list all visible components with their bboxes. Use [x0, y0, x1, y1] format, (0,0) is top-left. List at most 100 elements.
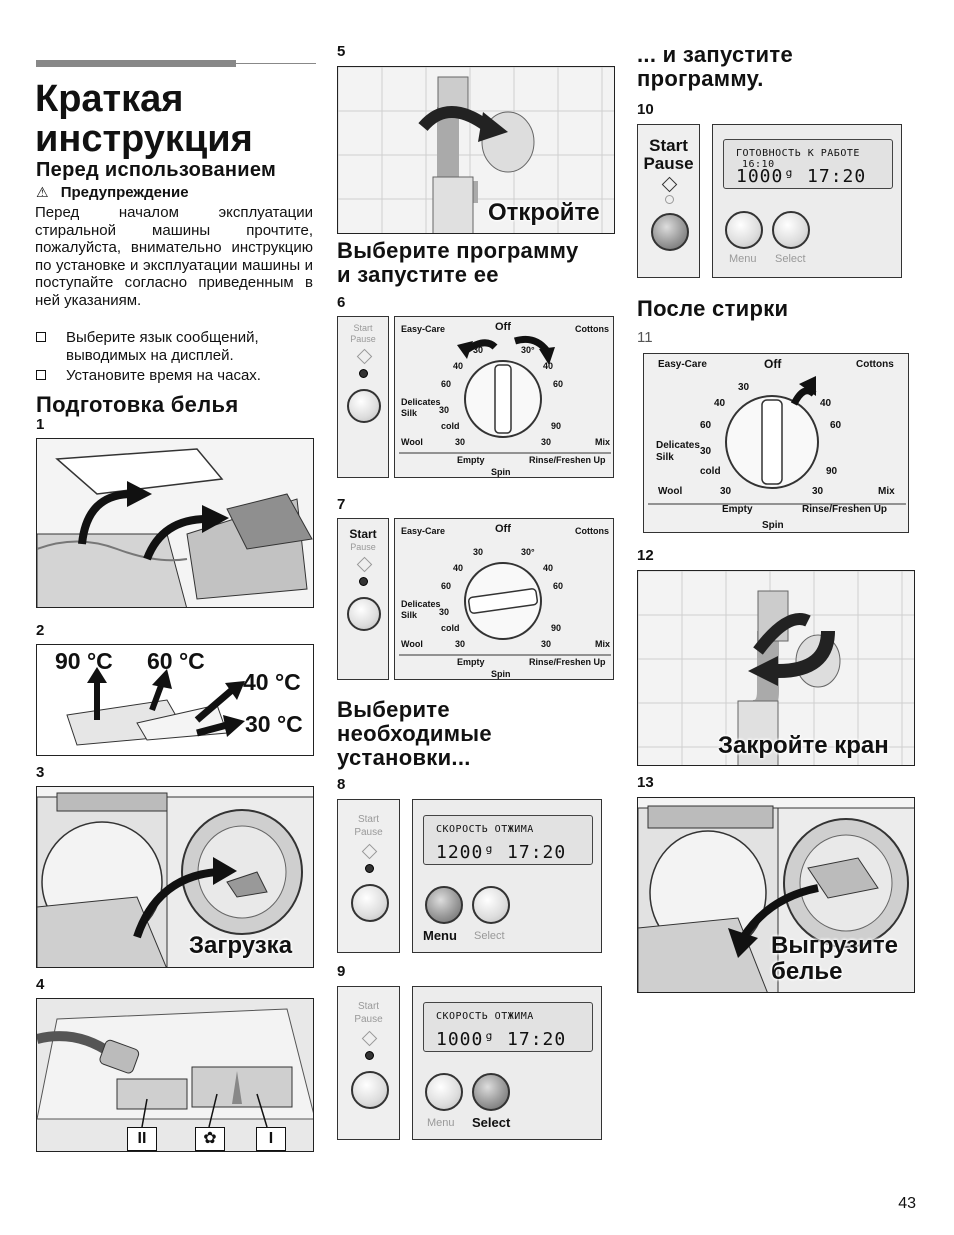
- after-wash-heading: После стирки: [637, 296, 789, 321]
- start-pause-icon: [361, 1030, 378, 1047]
- select-label: Select: [472, 1115, 511, 1130]
- step-number: 12: [637, 547, 654, 564]
- loading-illustration: Загрузка: [36, 786, 314, 968]
- step-number: 11: [637, 329, 653, 346]
- start-label: Start: [357, 1001, 380, 1012]
- temp-30-label: 30 °C: [245, 711, 303, 737]
- menu-label: Menu: [729, 253, 757, 265]
- display-panel-9: СКОРОСТЬ ОТЖИМА 1000ᶢ 17:20 Menu Select: [412, 986, 602, 1140]
- menu-button[interactable]: [425, 886, 463, 924]
- step-number: 13: [637, 774, 654, 791]
- menu-button[interactable]: [725, 211, 763, 249]
- menu-button[interactable]: [425, 1073, 463, 1111]
- step-number: 6: [337, 294, 346, 311]
- menu-label: Menu: [427, 1117, 455, 1129]
- lcd-screen: СКОРОСТЬ ОТЖИМА 1200ᶢ 17:20: [423, 815, 593, 865]
- select-button[interactable]: [472, 1073, 510, 1111]
- start-label: Start: [349, 527, 377, 541]
- start-pause-icon: [356, 348, 373, 365]
- settings-heading: Выберите необходимые установки...: [337, 697, 492, 770]
- page-number: 43: [898, 1195, 916, 1212]
- indicator-lamp-lit: [665, 195, 674, 204]
- start-label: Start: [649, 136, 688, 155]
- control-side-panel: Start Pause: [337, 799, 400, 953]
- step-number: 9: [337, 963, 346, 980]
- indicator-lamp: [359, 369, 368, 378]
- detergent-svg: [37, 999, 313, 1151]
- start-pause-button[interactable]: [351, 1071, 389, 1109]
- start-pause-icon: [356, 556, 373, 573]
- select-label: Select: [474, 930, 505, 942]
- title-rule: [36, 60, 316, 67]
- display-panel-10: ГОТОВНОСТЬ К РАБОТЕ 16:10 1000ᶢ 17:20 Me…: [712, 124, 902, 278]
- select-button[interactable]: [472, 886, 510, 924]
- before-use-heading: Перед использованием: [36, 159, 277, 181]
- display-panel-8: СКОРОСТЬ ОТЖИМА 1200ᶢ 17:20 Menu Select: [412, 799, 602, 953]
- start-pause-button[interactable]: [347, 597, 381, 631]
- checkbox-icon: [36, 370, 46, 380]
- checkbox-icon: [36, 332, 46, 342]
- intro-paragraph: Перед началом эксплуатации стиральной ма…: [35, 204, 313, 309]
- start-label: Start: [357, 814, 380, 825]
- close-tap-svg: [638, 571, 914, 765]
- select-label: Select: [775, 253, 806, 265]
- start-pause-button[interactable]: [347, 389, 381, 423]
- step-number: 5: [337, 43, 346, 60]
- loading-svg: [37, 792, 313, 967]
- start-pause-button[interactable]: [651, 213, 689, 251]
- temp-40-label: 40 °C: [243, 669, 301, 695]
- indicator-lamp: [359, 577, 368, 586]
- open-tap-svg: [338, 67, 614, 233]
- temp-90-label: 90 °C: [55, 648, 113, 674]
- menu-label: Menu: [423, 928, 457, 943]
- control-side-panel: Start Pause: [637, 124, 700, 278]
- load-caption: Загрузка: [189, 932, 293, 959]
- unload-caption: Выгрузите белье: [771, 932, 898, 985]
- step-number: 2: [36, 622, 45, 639]
- step-number: 8: [337, 776, 346, 793]
- step-number: 10: [637, 101, 654, 118]
- indicator-lamp: [365, 1051, 374, 1060]
- pause-label: Pause: [354, 827, 383, 838]
- program-dial-svg: [399, 562, 611, 656]
- pause-label: Pause: [350, 334, 376, 344]
- indicator-lamp: [365, 864, 374, 873]
- step-number: 7: [337, 496, 346, 513]
- open-caption: Откройте: [488, 199, 600, 226]
- lcd-screen: СКОРОСТЬ ОТЖИМА 1000ᶢ 17:20: [423, 1002, 593, 1052]
- control-side-panel: Start Pause: [337, 986, 400, 1140]
- start-pause-button[interactable]: [351, 884, 389, 922]
- compartment-1-label: I: [256, 1127, 286, 1151]
- start-pause-icon: [361, 843, 378, 860]
- laundry-heading: Подготовка белья: [36, 392, 239, 417]
- open-tap-illustration: Откройте: [337, 66, 615, 234]
- page-title: Краткая инструкция: [35, 78, 253, 160]
- unloading-illustration: Выгрузите белье: [637, 797, 915, 993]
- program-dial-svg: [399, 335, 611, 454]
- program-dial-panel-7: Easy-Care Off Cottons 30 30° 40 40 60 60…: [394, 518, 614, 680]
- temperature-svg: [66, 667, 245, 746]
- lcd-screen: ГОТОВНОСТЬ К РАБОТЕ 16:10 1000ᶢ 17:20: [723, 139, 893, 189]
- pause-label: Pause: [643, 154, 694, 173]
- control-side-panel: Start Pause: [337, 518, 389, 680]
- temperature-illustration: 90 °C 60 °C 40 °C 30 °C: [36, 644, 314, 756]
- start-pause-icon: [661, 176, 678, 193]
- sorting-illustration-svg: [37, 448, 313, 607]
- warning-line: ⚠ Предупреждение: [36, 184, 189, 201]
- pause-label: Pause: [350, 542, 376, 552]
- select-button[interactable]: [772, 211, 810, 249]
- program-dial-svg: [648, 376, 906, 505]
- pause-label: Pause: [354, 1014, 383, 1025]
- temp-60-label: 60 °C: [147, 648, 205, 674]
- compartment-2-label: II: [127, 1127, 157, 1151]
- detergent-illustration: II ✿ I: [36, 998, 314, 1152]
- sorting-illustration: [36, 438, 314, 608]
- softener-compartment-icon: ✿: [195, 1127, 225, 1151]
- start-label: Start: [353, 323, 373, 333]
- step-number: 3: [36, 764, 45, 781]
- step-number: 1: [36, 416, 45, 433]
- step-number: 4: [36, 976, 45, 993]
- program-dial-panel-6: Easy-Care Off Cottons 30 30° 40 40 60 60…: [394, 316, 614, 478]
- close-tap-caption: Закройте кран: [718, 732, 889, 759]
- select-program-heading: Выберите программу и запустите ее: [337, 238, 579, 287]
